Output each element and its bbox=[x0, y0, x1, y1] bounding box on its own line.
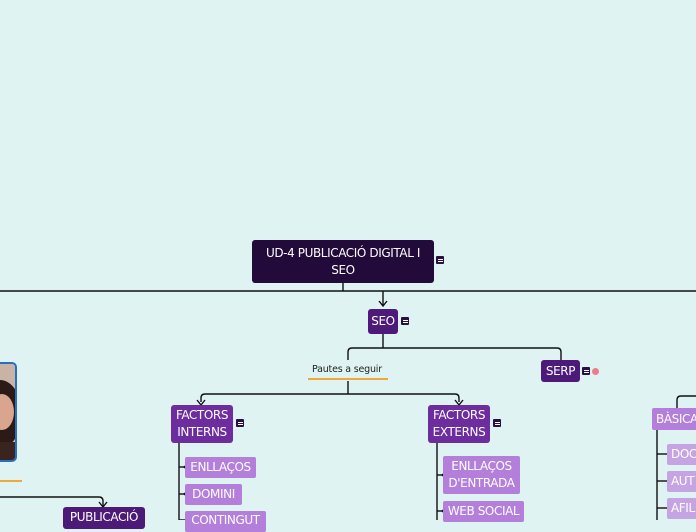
externs-item-line1: ENLLAÇOS bbox=[451, 459, 512, 473]
connector-lines bbox=[0, 283, 696, 520]
basica-item-doc[interactable]: DOC bbox=[667, 444, 696, 465]
basica-item-afil[interactable]: AFIL bbox=[667, 498, 696, 519]
note-icon[interactable] bbox=[493, 419, 501, 427]
factors-externs-line2: EXTERNS bbox=[432, 425, 486, 439]
interns-item-label: DOMINI bbox=[192, 487, 235, 501]
root-topic-node[interactable]: UD-4 PUBLICACIÓ DIGITAL I SEO bbox=[252, 240, 434, 283]
interns-item-contingut[interactable]: CONTINGUT bbox=[185, 511, 266, 532]
interns-item-domini[interactable]: DOMINI bbox=[185, 484, 242, 505]
interns-item-label: ENLLAÇOS bbox=[190, 460, 251, 474]
image-underline bbox=[0, 480, 22, 482]
portrait-image bbox=[0, 364, 15, 460]
link-icon[interactable] bbox=[592, 368, 599, 375]
note-icon[interactable] bbox=[582, 367, 590, 375]
root-topic-line2: SEO bbox=[331, 262, 355, 277]
pautes-label[interactable]: Pautes a seguir bbox=[312, 364, 382, 375]
basica-label: BÀSICA bbox=[656, 411, 696, 426]
note-icon[interactable] bbox=[401, 317, 409, 325]
basica-item-label: AUT bbox=[671, 474, 695, 488]
factors-externs-line1: FACTORS bbox=[432, 408, 486, 422]
note-icon[interactable] bbox=[436, 256, 444, 264]
factors-externs-node[interactable]: FACTORS EXTERNS bbox=[428, 405, 490, 443]
basica-item-label: AFIL bbox=[671, 501, 695, 515]
interns-item-enllacos[interactable]: ENLLAÇOS bbox=[185, 457, 256, 478]
externs-item-line2: D'ENTRADA bbox=[448, 476, 515, 490]
topic-image[interactable] bbox=[0, 362, 17, 462]
externs-item-web-social[interactable]: WEB SOCIAL bbox=[443, 501, 524, 522]
externs-item-enllacos-entrada[interactable]: ENLLAÇOS D'ENTRADA bbox=[443, 456, 520, 494]
interns-item-label: CONTINGUT bbox=[191, 513, 260, 527]
seo-node[interactable]: SEO bbox=[368, 309, 398, 334]
pautes-underline bbox=[308, 378, 388, 380]
basica-node[interactable]: BÀSICA bbox=[652, 408, 696, 430]
publicacio-node[interactable]: PUBLICACIÓ bbox=[63, 507, 145, 529]
externs-item-label: WEB SOCIAL bbox=[447, 504, 520, 518]
serp-label: SERP bbox=[545, 363, 576, 378]
basica-item-aut[interactable]: AUT bbox=[667, 471, 696, 492]
seo-label: SEO bbox=[371, 314, 395, 328]
serp-node[interactable]: SERP bbox=[541, 360, 580, 382]
basica-item-label: DOC bbox=[671, 447, 696, 461]
root-topic-line1: UD-4 PUBLICACIÓ DIGITAL I bbox=[265, 245, 421, 260]
factors-interns-node[interactable]: FACTORS INTERNS bbox=[171, 405, 233, 443]
publicacio-label: PUBLICACIÓ bbox=[69, 510, 139, 524]
factors-interns-line1: FACTORS bbox=[175, 408, 229, 422]
note-icon[interactable] bbox=[236, 419, 244, 427]
factors-interns-line2: INTERNS bbox=[177, 425, 227, 439]
